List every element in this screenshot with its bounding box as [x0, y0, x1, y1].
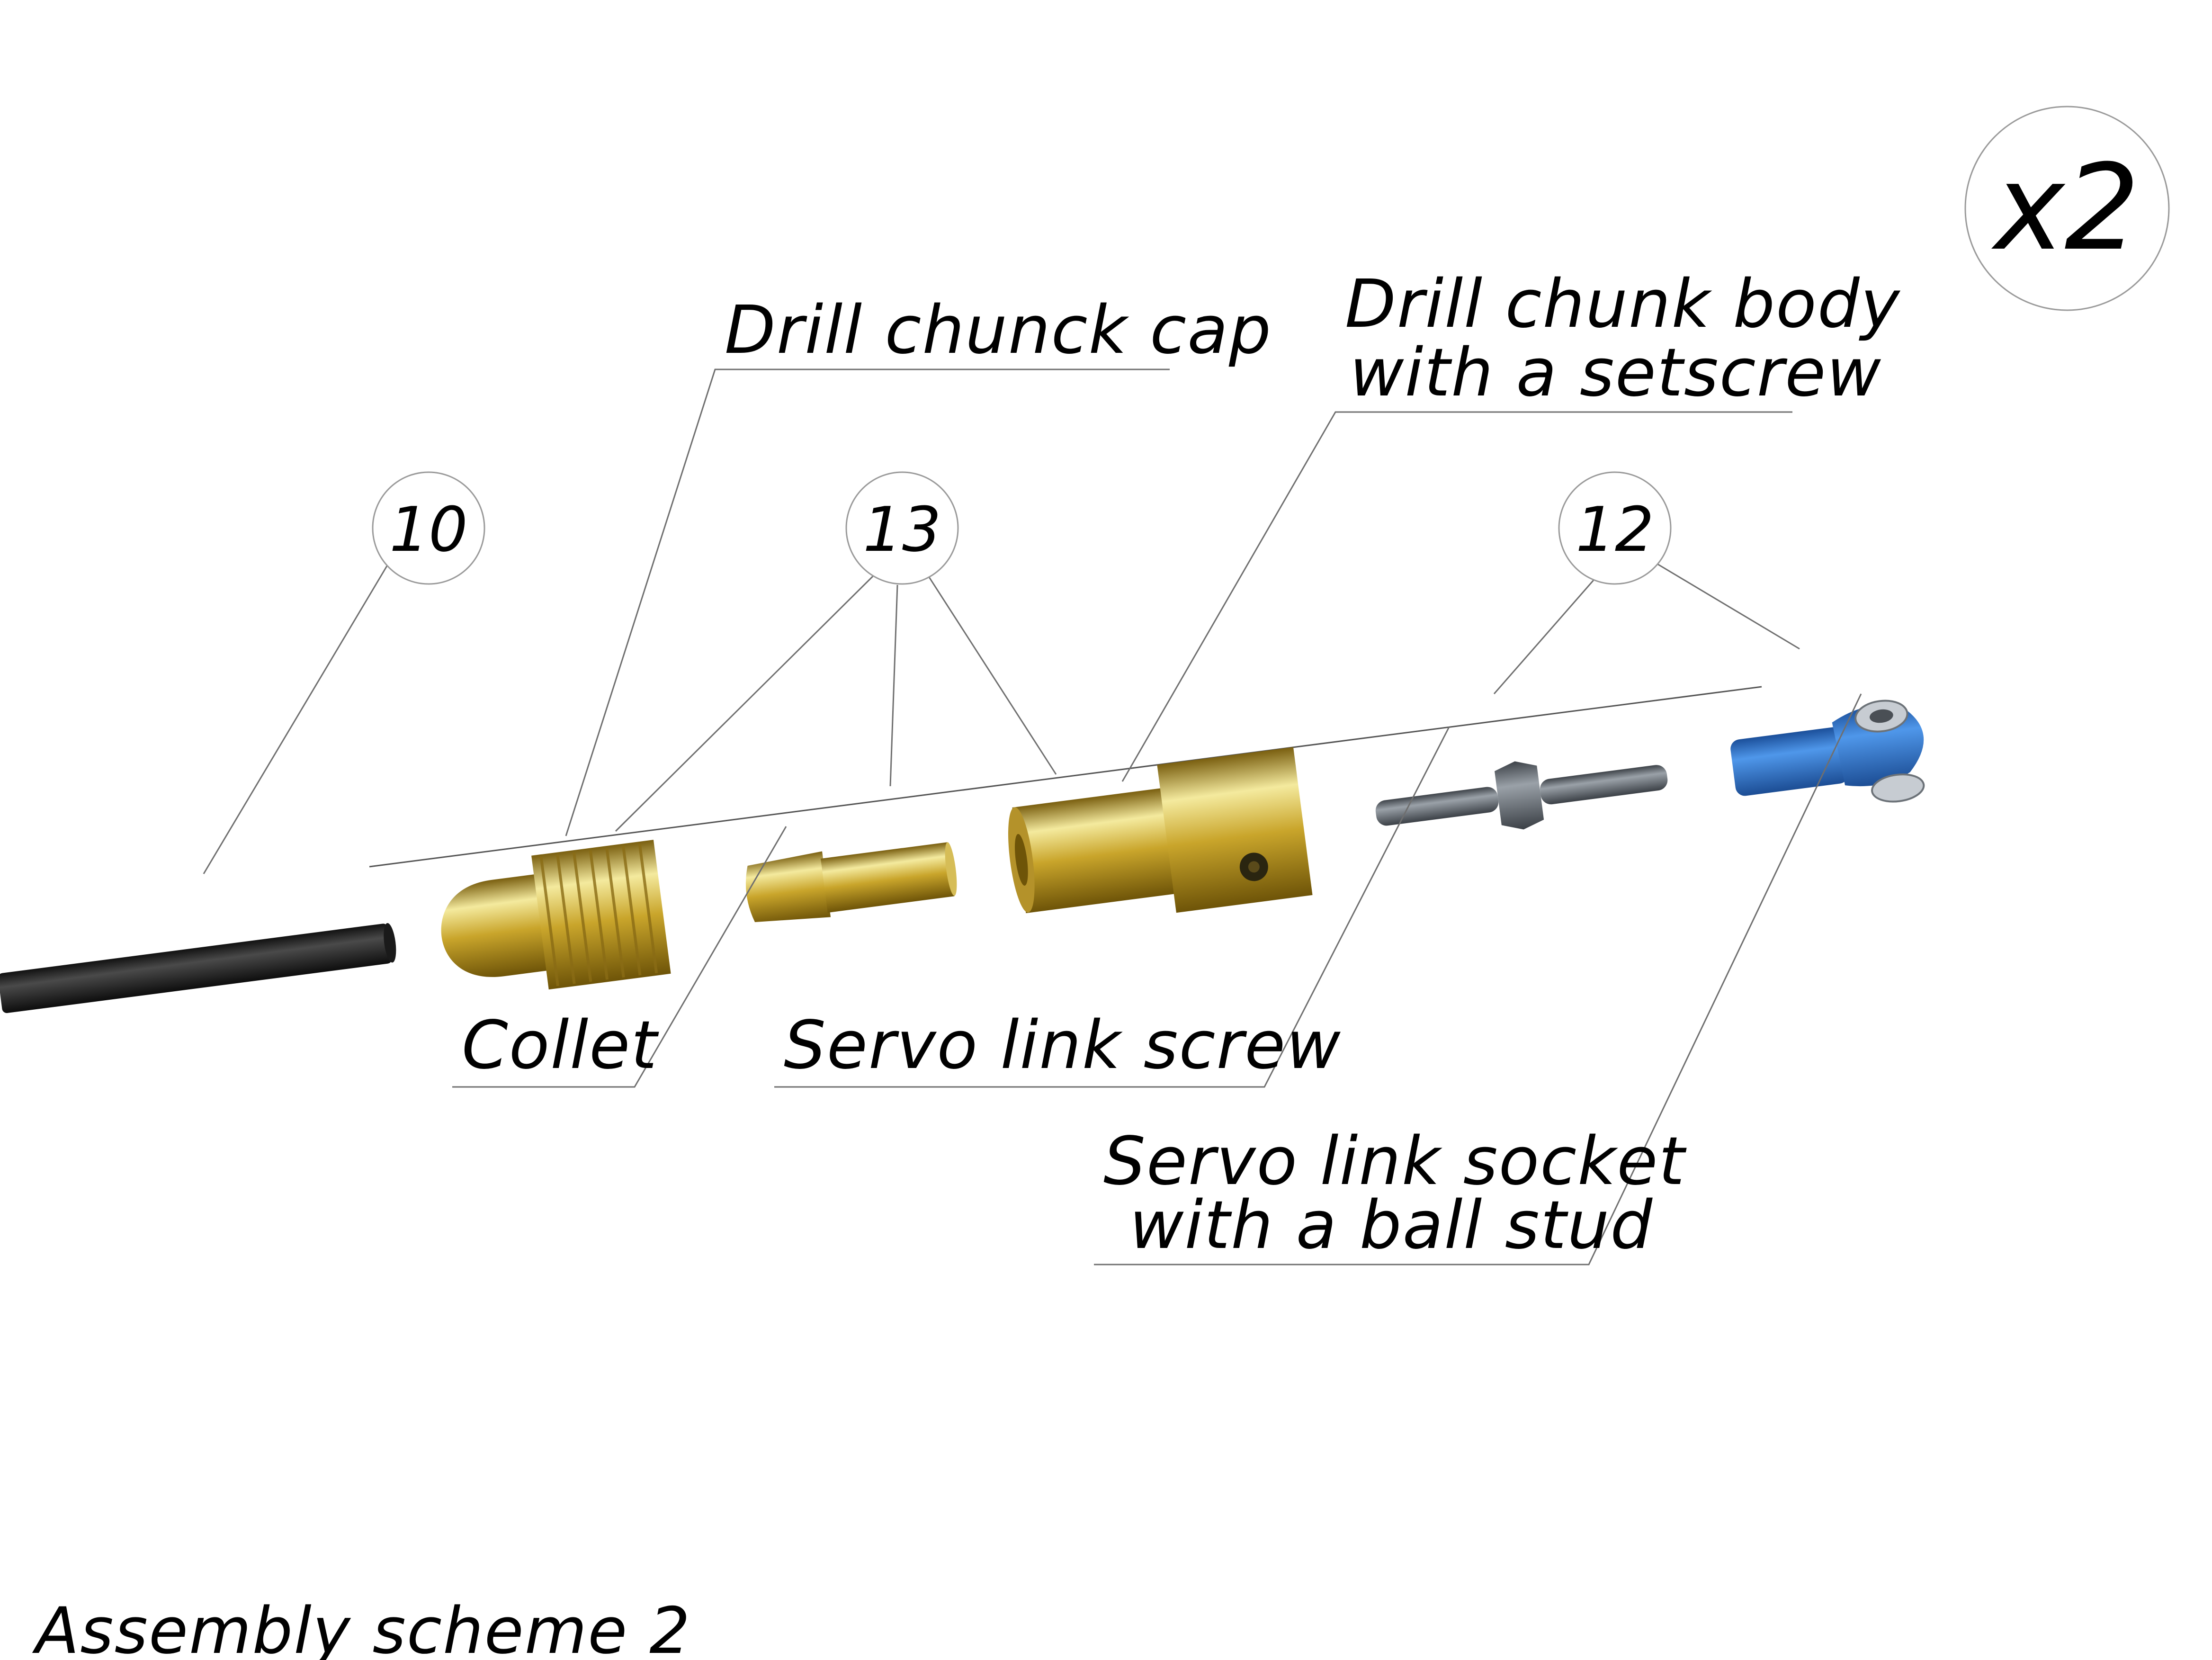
- balloon-12-text: 12: [1576, 494, 1654, 565]
- drill-chuck-cap-part: [441, 840, 671, 990]
- cable-part: [0, 923, 396, 1014]
- balloon-12: 12: [1558, 471, 1672, 585]
- exploded-parts: [0, 700, 1925, 1014]
- assembly-axis: [369, 686, 1762, 868]
- collet-part: [745, 842, 957, 923]
- label-drill-chuck-body-line2: with a setscrew: [1350, 334, 1882, 412]
- label-underlines: [452, 368, 1792, 1265]
- drill-chuck-body-part: [1008, 747, 1313, 914]
- balloon-10: 10: [372, 471, 485, 585]
- servo-link-socket-part: [1730, 700, 1925, 803]
- multiplier-text: x2: [1991, 139, 2140, 277]
- label-collet: Collet: [462, 1007, 659, 1084]
- multiplier-badge: x2: [1964, 106, 2170, 311]
- label-servo-link-socket-line1: Servo link socket: [1103, 1123, 1687, 1200]
- label-drill-chuck-body-line1: Drill chunk body: [1345, 266, 1901, 343]
- label-drill-chuck-cap: Drill chunck cap: [725, 292, 1272, 369]
- label-servo-link-screw: Servo link screw: [784, 1007, 1342, 1084]
- label-servo-link-socket-line2: with a ball stud: [1129, 1187, 1653, 1264]
- balloon-13-text: 13: [863, 494, 941, 565]
- balloon-10-text: 10: [389, 494, 467, 565]
- servo-link-screw-part: [1375, 761, 1668, 830]
- balloon-13: 13: [845, 471, 959, 585]
- page-title: Assembly scheme 2: [32, 1594, 691, 1660]
